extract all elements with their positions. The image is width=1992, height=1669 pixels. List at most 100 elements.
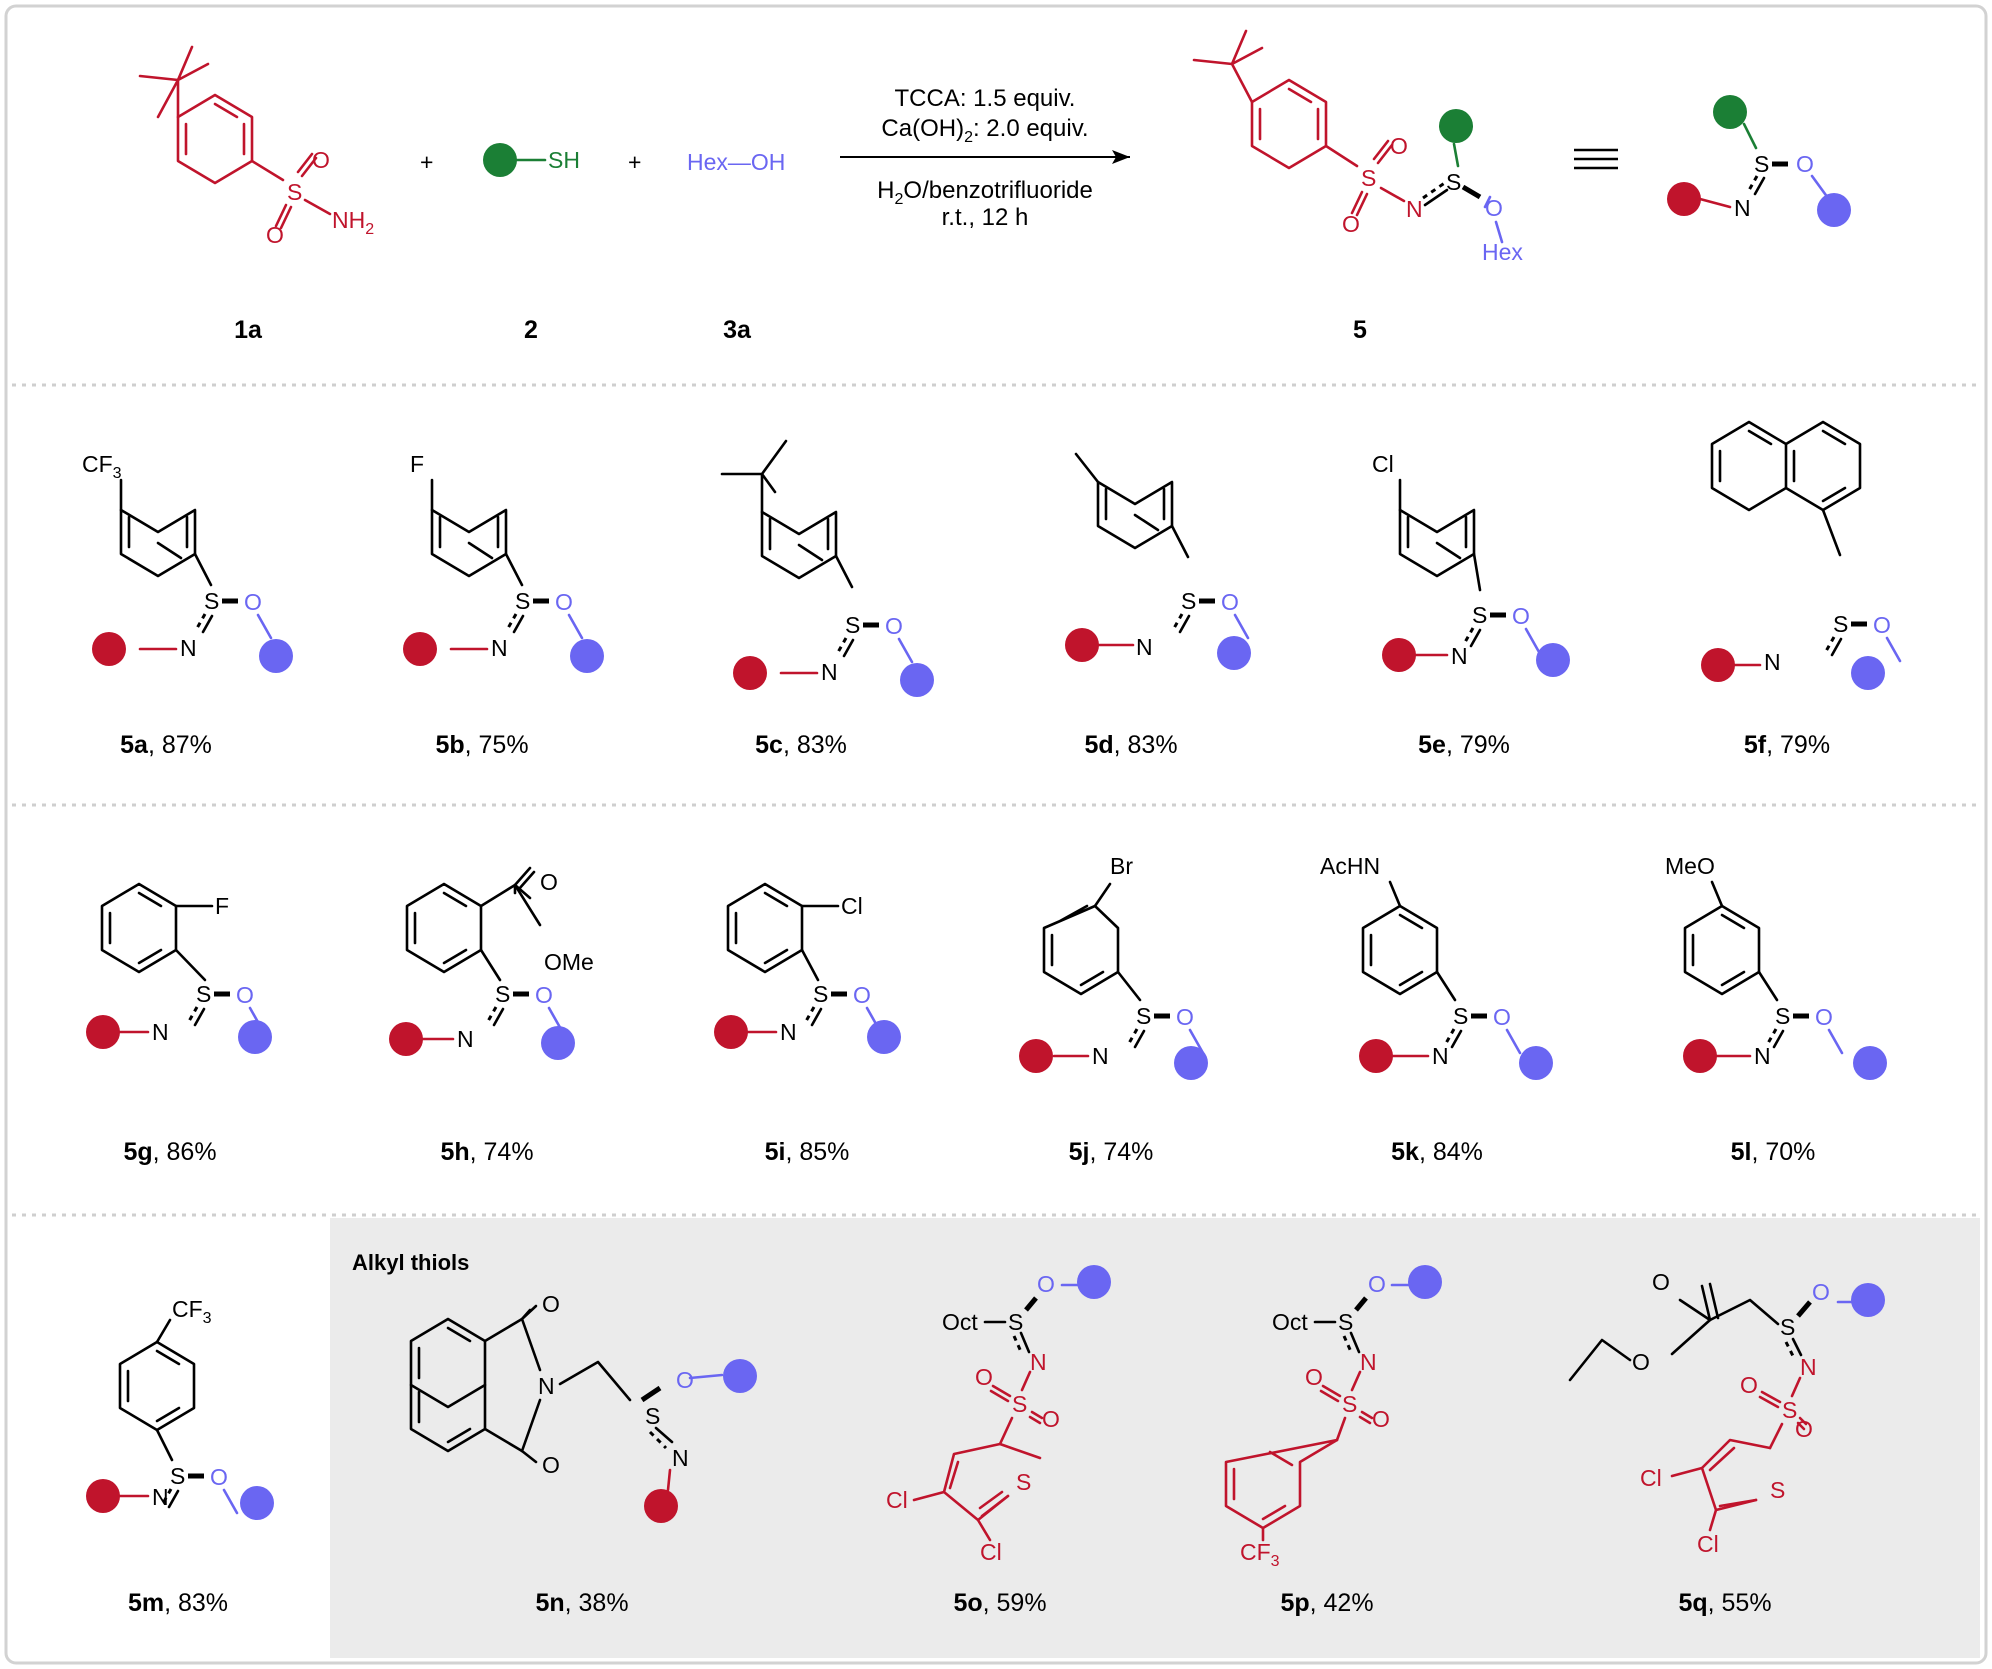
label-5q: 5q, 55% [1678,1589,1771,1617]
compound-5f: S O N [1701,420,1902,690]
svg-text:O: O [1493,1004,1511,1030]
svg-text:O: O [540,869,558,895]
svg-text:S: S [1136,1003,1151,1029]
condition-solvent: H2O/benzotrifluoride [877,177,1093,208]
reactant-3a-alcohol: Hex—OH [687,149,785,175]
svg-text:S: S [495,981,510,1007]
svg-text:F: F [410,451,424,477]
svg-text:S: S [1780,1314,1795,1340]
svg-text:S: S [1833,611,1848,637]
p5-thiol-ball [1439,109,1473,143]
svg-text:S: S [1012,1391,1027,1417]
svg-text:AcHN: AcHN [1320,853,1380,879]
compound-5p: O S Oct N S O O CF3 [1224,1265,1442,1570]
svg-text:S: S [1008,1309,1023,1335]
label-5m: 5m, 83% [128,1589,228,1617]
compound-5b: F S O N [403,451,604,673]
label-5o: 5o, 59% [953,1589,1046,1617]
p5-sulfinyl-S: S [1446,169,1461,195]
label-5i: 5i, 85% [765,1138,850,1166]
svg-text:S: S [1782,1397,1797,1423]
svg-text:S: S [515,588,530,614]
svg-text:N: N [152,1484,169,1510]
svg-text:S: S [1453,1003,1468,1029]
svg-text:N: N [780,1019,797,1045]
reaction-arrow [840,150,1130,164]
sulfonyl-O-2: O [266,222,284,248]
sulfonyl-O-1: O [312,147,330,173]
svg-text:O: O [244,589,262,615]
svg-text:O: O [542,1452,560,1478]
svg-text:N: N [1432,1043,1449,1069]
svg-text:S: S [845,612,860,638]
svg-text:N: N [1136,634,1153,660]
svg-text:N: N [1754,1043,1771,1069]
svg-text:Cl: Cl [886,1487,908,1513]
svg-text:Cl: Cl [1697,1531,1719,1557]
svg-text:CF3: CF3 [82,451,122,482]
p5-N: N [1406,196,1423,222]
label-5e: 5e, 79% [1418,731,1510,759]
svg-text:N: N [1764,649,1781,675]
svg-text:O: O [1512,603,1530,629]
svg-text:S: S [645,1403,660,1429]
label-5p: 5p, 42% [1280,1589,1373,1617]
label-2: 2 [524,316,538,344]
compound-5o: O S Oct N S O O S Cl Cl [886,1265,1111,1565]
svg-text:O: O [1812,1279,1830,1305]
svg-text:O: O [1815,1004,1833,1030]
svg-text:O: O [1652,1269,1670,1295]
svg-text:O: O [1305,1364,1323,1390]
svg-text:N: N [457,1026,474,1052]
svg-text:O: O [1796,151,1814,177]
svg-text:O: O [236,982,254,1008]
svg-text:N: N [672,1445,689,1471]
svg-text:MeO: MeO [1665,853,1715,879]
svg-text:O: O [1221,589,1239,615]
svg-text:O: O [210,1464,228,1490]
p5-sulfonyl-O1: O [1390,133,1408,159]
svg-text:Oct: Oct [942,1309,978,1335]
svg-text:O: O [1632,1349,1650,1375]
label-5c: 5c, 83% [755,731,847,759]
svg-text:Oct: Oct [1272,1309,1308,1335]
svg-text:O: O [885,613,903,639]
label-5d: 5d, 83% [1084,731,1177,759]
compound-5j: Br S O N [1019,853,1208,1080]
svg-text:N: N [491,635,508,661]
label-1a: 1a [234,316,263,344]
svg-text:S: S [1472,602,1487,628]
svg-text:O: O [1042,1406,1060,1432]
svg-text:N: N [821,659,838,685]
svg-text:OMe: OMe [544,949,594,975]
compound-5a: CF3 S O N [82,451,293,673]
reactant-1a: S O O NH2 [138,45,374,248]
svg-text:N: N [1030,1349,1047,1375]
svg-text:N: N [180,635,197,661]
svg-text:O: O [542,1291,560,1317]
compound-5d: S O N [1065,452,1251,670]
compound-5q: O S O O N S O O S Cl Cl [1568,1269,1885,1557]
compound-5h: O OMe S O N [389,866,594,1060]
svg-text:N: N [1092,1043,1109,1069]
svg-text:O: O [555,589,573,615]
p5-O: O [1485,195,1503,221]
equivalent-sign [1574,148,1618,170]
compound-5i: Cl S O N [714,882,901,1054]
thiol-SH: SH [548,147,580,173]
compound-5l: MeO S O N [1665,853,1887,1080]
svg-text:O: O [676,1367,694,1393]
label-5f: 5f, 79% [1744,731,1830,759]
compound-5e: Cl S O N [1372,451,1570,677]
svg-text:O: O [1368,1271,1386,1297]
label-5l: 5l, 70% [1731,1138,1816,1166]
label-5: 5 [1353,316,1367,344]
svg-text:N: N [1800,1354,1817,1380]
plus-1: + [420,149,433,175]
label-5g: 5g, 86% [123,1138,216,1166]
svg-text:Cl: Cl [841,893,863,919]
svg-text:S: S [204,588,219,614]
svg-text:N: N [1360,1349,1377,1375]
plus-2: + [628,149,641,175]
condition-temp-time: r.t., 12 h [942,204,1029,231]
